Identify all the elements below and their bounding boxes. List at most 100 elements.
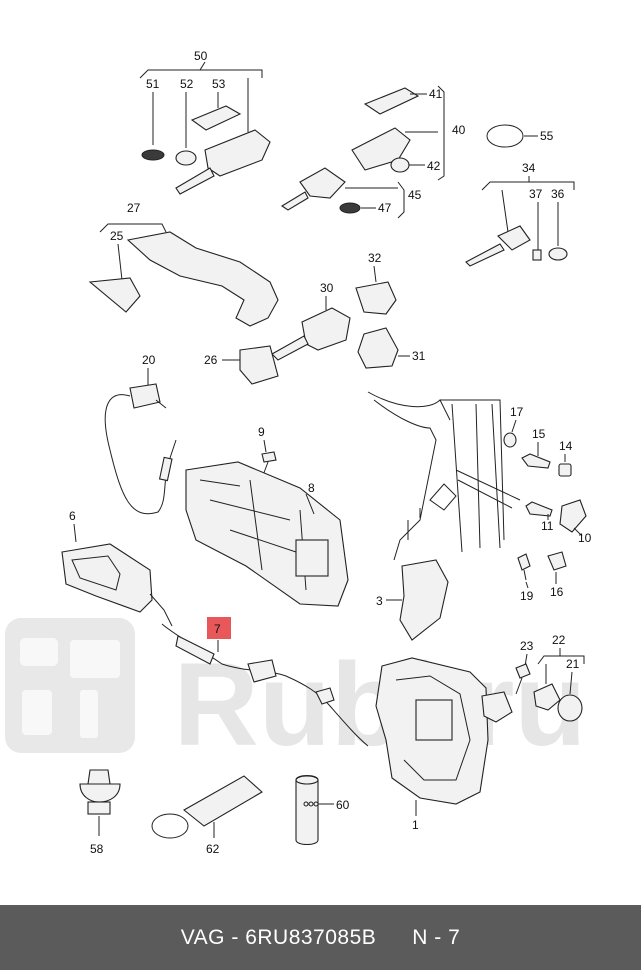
key-fob-50 [204, 129, 271, 177]
buttons-41 [363, 87, 420, 115]
callout-50: 50 [194, 49, 208, 63]
battery-52 [175, 150, 197, 166]
callout-45: 45 [408, 188, 422, 202]
cable-clip-7 [315, 687, 335, 705]
inner-handle-6 [61, 543, 153, 613]
callout-22: 22 [552, 633, 566, 647]
striker-22 [533, 683, 561, 711]
bolt-15 [521, 453, 551, 469]
cover-21 [557, 694, 583, 722]
callout-6: 6 [69, 509, 76, 523]
callout-26: 26 [204, 353, 218, 367]
lock-mechanism-1 [415, 699, 453, 741]
cap-top-58 [87, 769, 111, 785]
tag-62 [183, 775, 263, 827]
group-40: 41 40 42 45 47 [280, 85, 466, 219]
gasket-26 [239, 345, 279, 385]
battery-36 [548, 247, 568, 261]
callout-15: 15 [532, 427, 546, 441]
door-frame [367, 391, 521, 561]
callout-37: 37 [529, 187, 543, 201]
callout-42: 42 [427, 159, 441, 173]
cap-58 [79, 783, 121, 803]
callout-3: 3 [376, 594, 383, 608]
group-50: 50 51 52 53 [139, 49, 271, 195]
lock-connector-1 [481, 691, 513, 723]
group-6: 6 [61, 509, 173, 627]
cable-end-20 [158, 456, 173, 482]
callout-25: 25 [110, 229, 124, 243]
badge-51 [141, 149, 165, 161]
group-fasteners: 17 15 14 11 10 16 19 [503, 405, 592, 603]
callout-51: 51 [146, 77, 160, 91]
callout-7: 7 [214, 622, 221, 636]
lock-cylinder-30 [301, 307, 351, 351]
callout-16: 16 [550, 585, 564, 599]
callout-17: 17 [510, 405, 524, 419]
highlight-marker [207, 617, 231, 639]
carrier-8 [185, 461, 349, 607]
group-27: 27 25 [88, 201, 279, 327]
cap-17 [503, 432, 517, 448]
clip-20 [129, 383, 161, 409]
callout-52: 52 [180, 77, 194, 91]
key-45 [299, 167, 346, 199]
key-blade-45 [280, 191, 309, 211]
diagram-position: N - 7 [412, 925, 461, 949]
group-62: 62 [151, 775, 263, 856]
key-head-34 [497, 225, 531, 251]
tag-loop-62 [151, 813, 189, 839]
cylinder-shaft-30 [271, 335, 309, 361]
callout-23: 23 [520, 639, 534, 653]
callout-9: 9 [258, 425, 265, 439]
cable-end-7 [175, 635, 215, 665]
group-55: 55 [486, 124, 554, 148]
cap-10 [559, 499, 587, 533]
callout-55: 55 [540, 129, 554, 143]
group-58: 58 [79, 769, 121, 856]
group-34: 34 37 36 [465, 161, 575, 267]
carrier-window-8 [295, 539, 329, 577]
part-number: 6RU837085B [245, 925, 377, 949]
group-8: 9 8 [185, 425, 349, 607]
brand-name: VAG [180, 925, 225, 949]
group-22: 23 22 21 [515, 633, 585, 722]
key-blade-34 [465, 243, 505, 267]
cover-31 [357, 327, 399, 369]
callout-41: 41 [429, 87, 443, 101]
callout-36: 36 [551, 187, 565, 201]
screw-19 [517, 553, 531, 571]
bolt-11 [525, 501, 553, 517]
seal-ring-55 [486, 124, 524, 148]
callout-1: 1 [412, 818, 419, 832]
group-60: 60 [295, 774, 350, 846]
callout-10: 10 [578, 531, 592, 545]
callout-14: 14 [559, 439, 573, 453]
callout-11: 11 [541, 519, 554, 533]
door-handle-27 [126, 231, 279, 327]
badge-47 [339, 202, 361, 214]
callout-31: 31 [412, 349, 426, 363]
callout-30: 30 [320, 281, 334, 295]
callout-62: 62 [206, 842, 220, 856]
callout-27: 27 [127, 201, 141, 215]
group-20: 20 [104, 353, 177, 515]
nut-14 [558, 463, 572, 477]
callout-47: 47 [378, 201, 392, 215]
battery-42 [390, 157, 410, 173]
callout-53: 53 [212, 77, 226, 91]
callout-58: 58 [90, 842, 104, 856]
cable-grommet-7 [247, 659, 277, 683]
callout-8: 8 [308, 481, 315, 495]
part-number-bar: VAG - 6RU837085B N - 7 [0, 905, 641, 970]
tube-60 [295, 774, 319, 846]
callout-60: 60 [336, 798, 350, 812]
separator: - [231, 925, 239, 949]
plug-16 [547, 551, 567, 571]
pin-37 [532, 249, 542, 261]
bracket-3 [399, 559, 449, 641]
screw-head-9 [261, 451, 277, 463]
screw-head-23 [515, 663, 531, 679]
buttons-53 [190, 105, 242, 131]
group-3: 3 [376, 559, 449, 641]
